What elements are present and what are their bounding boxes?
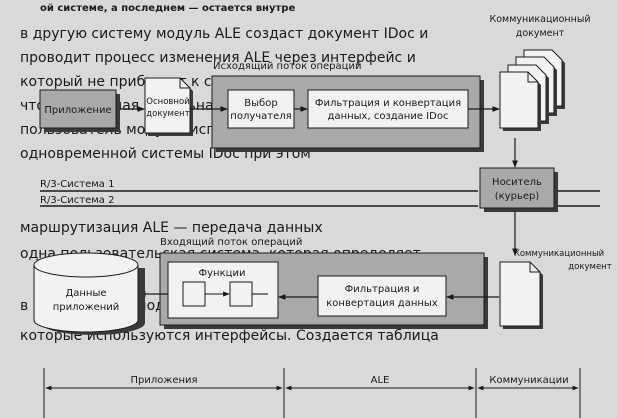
function-block-1 — [182, 281, 206, 307]
master-doc-line2: документ — [146, 109, 189, 119]
inbound-filter-box: Фильтрация и конвертация данных — [317, 275, 447, 317]
scale-label-comm: Коммуникации — [489, 375, 568, 386]
application-label: Приложение — [44, 105, 111, 116]
inbound-filter-line2: конвертация данных — [326, 298, 438, 309]
carrier-box: Носитель (курьер) — [479, 167, 558, 212]
carrier-line2: (курьер) — [495, 191, 540, 202]
outbound-filter-box: Фильтрация и конвертация данных, создани… — [307, 89, 469, 129]
bottom-scale: Приложения ALE Коммуникации — [43, 368, 581, 418]
inbound-filter-line1: Фильтрация и — [345, 284, 420, 295]
comm-doc-top-line1: Коммуникационный — [489, 14, 590, 25]
application-box: Приложение — [39, 89, 120, 132]
function-block-2 — [229, 281, 253, 307]
functions-label: Функции — [199, 268, 246, 279]
application-data-cylinder: Данные приложений — [33, 252, 145, 335]
outbound-flow-title: Исходящий поток операций — [213, 61, 361, 72]
functions-box: Функции — [167, 261, 279, 319]
master-document: Основной документ — [144, 77, 193, 136]
receiver-selection-box: Выбор получателя — [227, 89, 295, 129]
comm-doc-bottom-line1: Коммуникационный — [514, 249, 604, 259]
receiver-line2: получателя — [230, 111, 291, 122]
app-data-line1: Данные — [65, 288, 106, 299]
app-data-line2: приложений — [53, 302, 120, 313]
top-text-fragment: ой системе, а последнем — остается внутр… — [40, 3, 295, 14]
comm-doc-stack-top — [499, 49, 565, 131]
outbound-filter-line1: Фильтрация и конвертация — [315, 98, 461, 109]
background-text-line: в другую систему модуль ALE создаст доку… — [20, 26, 428, 42]
outbound-filter-line2: данных, создание IDoc — [328, 111, 449, 122]
system2-label: R/3-Система 2 — [40, 195, 114, 206]
carrier-line1: Носитель — [492, 177, 542, 188]
receiver-line1: Выбор — [244, 98, 277, 109]
background-text-line: маршрутизация ALE — передача данных — [20, 220, 323, 236]
master-doc-line1: Основной — [146, 97, 189, 107]
inbound-flow-title: Входящий поток операций — [160, 237, 302, 248]
background-text-line: проводит процесс изменения ALE через инт… — [20, 50, 416, 66]
scale-label-apps: Приложения — [130, 375, 197, 386]
system1-label: R/3-Система 1 — [40, 179, 114, 190]
comm-doc-bottom-line2: документ — [568, 262, 611, 272]
scale-label-ale: ALE — [371, 375, 390, 386]
comm-doc-bottom — [499, 261, 543, 329]
comm-doc-top-line2: документ — [516, 28, 565, 39]
